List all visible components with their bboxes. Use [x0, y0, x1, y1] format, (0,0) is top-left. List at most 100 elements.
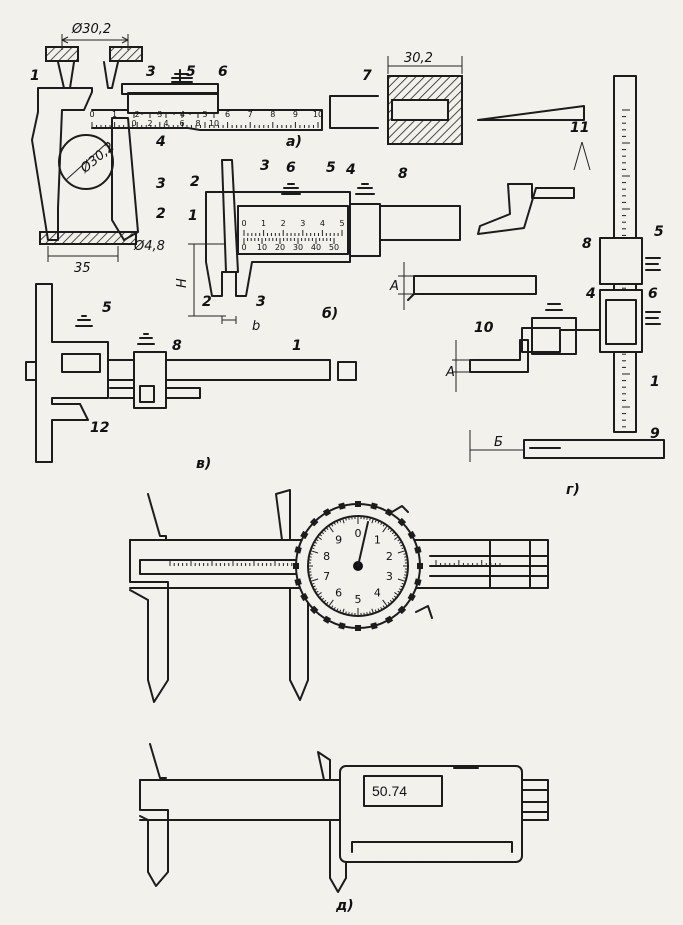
vernier-a-number: 8 — [195, 119, 200, 128]
vernier-frame-b — [237, 205, 349, 255]
scale-a-number: 7 — [248, 110, 253, 119]
dial-tick — [321, 597, 325, 601]
scale-b-number: 3 — [300, 219, 305, 228]
scale-a-number: 6 — [225, 110, 230, 119]
dial-tick — [317, 592, 322, 596]
dial-number: 8 — [323, 550, 330, 563]
bezel-tooth — [294, 578, 302, 586]
bezel-tooth — [370, 502, 378, 510]
label-v-5: 5 — [102, 300, 112, 316]
vernier-a-number: 2 — [147, 119, 152, 128]
vernier-a-number: 10 — [209, 119, 219, 128]
scale-b-number: 2 — [281, 219, 286, 228]
dial-tick — [319, 595, 323, 599]
label-g-4: 4 — [585, 286, 596, 302]
bezel-tooth — [300, 592, 309, 602]
dial-tick — [374, 519, 377, 523]
dial-tick — [366, 516, 368, 520]
label-b-4: 4 — [345, 162, 356, 178]
dial-tick — [391, 597, 395, 601]
bezel-tooth — [397, 605, 407, 615]
dial-tick — [348, 516, 350, 520]
dial-tick — [345, 517, 347, 521]
scale-b-number: 5 — [339, 219, 344, 228]
label-a-11: 11 — [570, 120, 589, 136]
label-g-8: 8 — [582, 236, 592, 252]
dial-tick — [323, 529, 327, 533]
figure-v-depth-gauge: 5 8 1 12 в) — [25, 283, 357, 472]
dial-number: 3 — [386, 570, 393, 583]
dim-width-b: b — [252, 319, 260, 334]
caption-b: б) — [322, 306, 338, 322]
dial-tick — [387, 601, 391, 605]
vernier-a-number: 6 — [179, 119, 184, 128]
dial-tick — [330, 523, 334, 527]
bezel-tooth — [355, 501, 361, 507]
dial-tick — [366, 612, 368, 616]
label-a-2: 2 — [156, 206, 166, 222]
label-g-9: 9 — [650, 426, 660, 442]
caption-a: а) — [286, 134, 302, 150]
dim-pin: Ø4,8 — [133, 239, 165, 254]
caption-d: д) — [335, 898, 354, 914]
dial-ticks — [308, 516, 408, 616]
clamp-8-v — [133, 351, 167, 409]
dial-tick — [345, 611, 347, 615]
scale-a-number: 3 — [157, 110, 162, 119]
dial-number: 2 — [386, 550, 393, 563]
dial-tick — [342, 518, 345, 524]
bezel-tooth — [384, 615, 394, 624]
label-b-6: 6 — [286, 160, 296, 176]
label-b-3: 3 — [260, 158, 270, 174]
caption-v: в) — [196, 456, 211, 472]
dim-width-35: 35 — [74, 261, 91, 276]
dial-tick — [312, 544, 316, 547]
scale-a-number: 0 — [89, 110, 94, 119]
dial-tick — [404, 574, 408, 576]
dial-tick — [389, 529, 393, 533]
dial-tick — [309, 577, 313, 579]
figure-d-digital-caliper: 50.74 д) — [139, 743, 549, 914]
dial-number: 4 — [374, 587, 381, 600]
dial-tick — [342, 608, 345, 614]
bezel-tooth — [309, 605, 319, 615]
dial-tick — [380, 521, 383, 526]
dial-tick — [400, 544, 404, 547]
bezel-tooth — [294, 546, 302, 554]
vernier-b-number: 20 — [275, 243, 285, 252]
window-v — [61, 353, 101, 373]
lcd-display — [363, 775, 443, 807]
vernier-b-number: 30 — [293, 243, 303, 252]
dial-tick — [309, 553, 313, 555]
dial-number: 9 — [335, 533, 342, 546]
label-g-6: 6 — [648, 286, 658, 302]
bezel-tooth — [322, 615, 332, 624]
dial-tick — [339, 519, 342, 523]
dial-tick — [311, 582, 315, 585]
dial-tick — [339, 609, 342, 613]
bezel-tooth — [417, 563, 423, 569]
label-g-1: 1 — [650, 374, 660, 390]
bezel-tooth — [407, 592, 416, 602]
bezel-tooth — [309, 517, 319, 527]
dial-tick — [325, 527, 329, 531]
label-a-7: 7 — [362, 68, 372, 84]
label-v-8: 8 — [172, 338, 182, 354]
label-b-8: 8 — [398, 166, 408, 182]
dial-tick — [403, 577, 407, 579]
dial-tick — [394, 536, 399, 540]
dial-tick — [310, 550, 319, 554]
dial-tick — [371, 608, 374, 614]
scale-a-number: 8 — [270, 110, 275, 119]
dial-tick — [377, 520, 380, 524]
ring-section-right — [109, 46, 143, 62]
vernier-b-number: 50 — [329, 243, 339, 252]
dial-tick — [401, 547, 405, 550]
dial-tick — [321, 531, 325, 535]
